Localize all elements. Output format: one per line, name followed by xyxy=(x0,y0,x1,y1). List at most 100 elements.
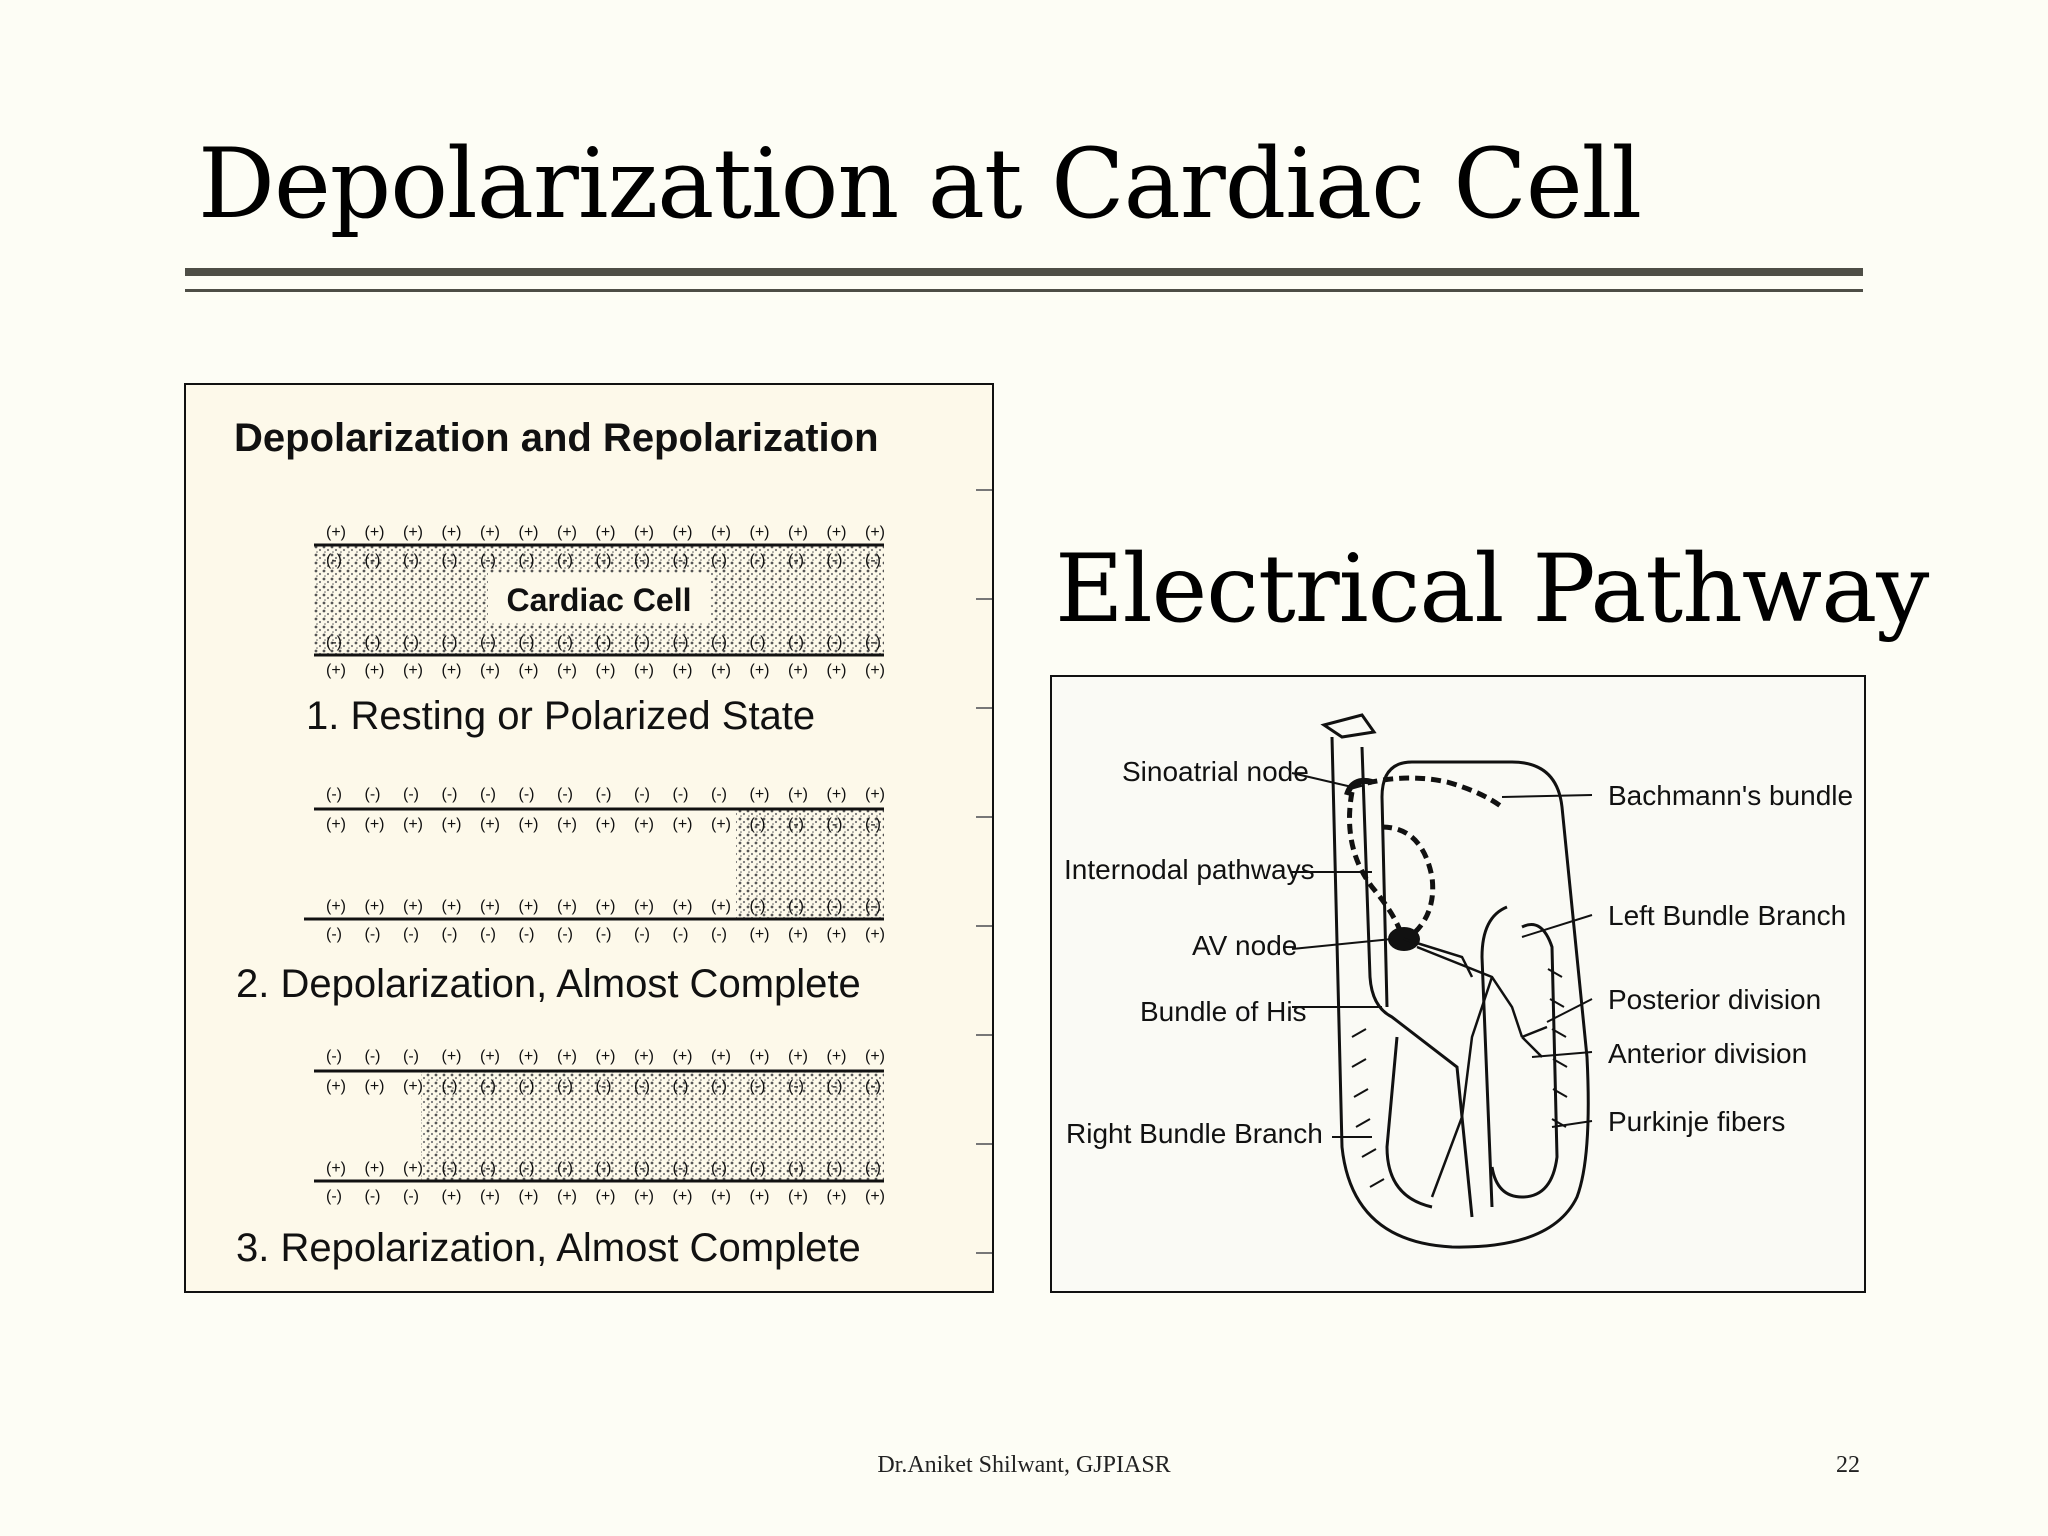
charge-sign: (-) xyxy=(326,1048,342,1065)
charge-sign: (-) xyxy=(827,1078,843,1095)
charge-sign: (+) xyxy=(480,898,500,915)
charge-sign: (+) xyxy=(673,662,693,679)
charge-sign: (-) xyxy=(519,1078,535,1095)
charge-sign: (-) xyxy=(711,552,727,569)
charge-sign: (+) xyxy=(865,1048,885,1065)
charge-sign: (+) xyxy=(557,898,577,915)
charge-sign: (+) xyxy=(634,662,654,679)
charge-sign: (+) xyxy=(326,524,346,541)
charge-sign: (-) xyxy=(596,786,612,803)
label-internodal-pathways: Internodal pathways xyxy=(1064,854,1315,885)
charge-sign: (-) xyxy=(596,552,612,569)
charge-sign: (+) xyxy=(326,898,346,915)
charge-sign: (+) xyxy=(480,524,500,541)
charge-sign: (+) xyxy=(711,898,731,915)
charge-sign: (+) xyxy=(519,1188,539,1205)
charge-sign: (-) xyxy=(865,634,881,651)
charge-sign: (-) xyxy=(326,634,342,651)
charge-sign: (+) xyxy=(326,662,346,679)
charge-sign: (+) xyxy=(480,662,500,679)
charge-sign: (+) xyxy=(365,662,385,679)
charge-sign: (-) xyxy=(365,1188,381,1205)
charge-sign: (-) xyxy=(403,786,419,803)
charge-sign: (-) xyxy=(403,926,419,943)
title-divider-thin xyxy=(185,289,1863,292)
label-right-bundle-branch: Right Bundle Branch xyxy=(1066,1118,1323,1149)
charge-sign: (-) xyxy=(865,898,881,915)
charge-sign: (+) xyxy=(365,898,385,915)
charge-sign: (-) xyxy=(673,634,689,651)
charge-sign: (-) xyxy=(365,634,381,651)
charge-sign: (+) xyxy=(788,786,808,803)
charge-sign: (-) xyxy=(365,786,381,803)
charge-sign: (-) xyxy=(519,634,535,651)
charge-sign: (-) xyxy=(673,1078,689,1095)
charge-sign: (-) xyxy=(596,634,612,651)
charge-sign: (+) xyxy=(711,1188,731,1205)
charge-sign: (+) xyxy=(827,926,847,943)
charge-sign: (+) xyxy=(557,524,577,541)
charge-sign: (-) xyxy=(788,816,804,833)
charge-sign: (-) xyxy=(827,634,843,651)
charge-sign: (+) xyxy=(865,786,885,803)
cardiac-cell-label: Cardiac Cell xyxy=(507,582,692,618)
charge-sign: (+) xyxy=(403,898,423,915)
charge-sign: (-) xyxy=(788,1078,804,1095)
charge-sign: (+) xyxy=(557,1048,577,1065)
charge-sign: (-) xyxy=(442,634,458,651)
charge-sign: (+) xyxy=(673,816,693,833)
charge-sign: (-) xyxy=(750,552,766,569)
charge-sign: (-) xyxy=(750,634,766,651)
charge-sign: (+) xyxy=(326,1160,346,1177)
charge-sign: (-) xyxy=(788,634,804,651)
charge-sign: (+) xyxy=(596,816,616,833)
charge-sign: (+) xyxy=(557,662,577,679)
label-purkinje-fibers: Purkinje fibers xyxy=(1608,1106,1785,1137)
charge-sign: (-) xyxy=(442,786,458,803)
charge-sign: (-) xyxy=(711,634,727,651)
charge-sign: (-) xyxy=(480,634,496,651)
charge-sign: (+) xyxy=(403,662,423,679)
charge-sign: (+) xyxy=(480,1188,500,1205)
charge-sign: (-) xyxy=(634,1078,650,1095)
charge-sign: (+) xyxy=(827,524,847,541)
charge-sign: (+) xyxy=(634,1048,654,1065)
charge-sign: (+) xyxy=(326,816,346,833)
depolarization-state-cell: (-) (-) (-) (-) (-) (-) (-) (-) (-) (-) (-) (+) (+) (… xyxy=(304,786,885,943)
charge-sign: (-) xyxy=(788,552,804,569)
charge-sign: (-) xyxy=(750,816,766,833)
charge-sign: (+) xyxy=(788,1048,808,1065)
charge-sign: (+) xyxy=(557,816,577,833)
charge-sign: (-) xyxy=(711,1160,727,1177)
charge-sign: (-) xyxy=(480,552,496,569)
footer-author: Dr.Aniket Shilwant, GJPIASR xyxy=(877,1452,1171,1478)
label-posterior-division: Posterior division xyxy=(1608,984,1821,1015)
charge-sign: (+) xyxy=(557,1188,577,1205)
title-divider-thick xyxy=(185,268,1863,276)
charge-sign: (-) xyxy=(673,1160,689,1177)
charge-sign: (+) xyxy=(711,816,731,833)
charge-sign: (+) xyxy=(750,662,770,679)
charge-sign: (-) xyxy=(557,552,573,569)
charge-sign: (-) xyxy=(788,1160,804,1177)
charge-sign: (-) xyxy=(442,1078,458,1095)
label-av-node: AV node xyxy=(1192,930,1297,961)
charge-sign: (+) xyxy=(827,1188,847,1205)
charge-sign: (-) xyxy=(365,926,381,943)
charge-sign: (+) xyxy=(750,786,770,803)
charge-sign: (+) xyxy=(827,1048,847,1065)
label-left-bundle-branch: Left Bundle Branch xyxy=(1608,900,1846,931)
label-anterior-division: Anterior division xyxy=(1608,1038,1807,1069)
charge-sign: (-) xyxy=(557,634,573,651)
charge-sign: (-) xyxy=(634,786,650,803)
charge-sign: (-) xyxy=(557,926,573,943)
charge-sign: (+) xyxy=(788,926,808,943)
charge-sign: (-) xyxy=(557,1078,573,1095)
charge-sign: (-) xyxy=(634,1160,650,1177)
charge-sign: (+) xyxy=(596,1048,616,1065)
caption-depolarization: 2. Depolarization, Almost Complete xyxy=(236,962,861,1006)
charge-sign: (+) xyxy=(326,1078,346,1095)
caption-resting-state: 1. Resting or Polarized State xyxy=(306,694,815,738)
charge-sign: (+) xyxy=(634,1188,654,1205)
charge-sign: (+) xyxy=(519,662,539,679)
